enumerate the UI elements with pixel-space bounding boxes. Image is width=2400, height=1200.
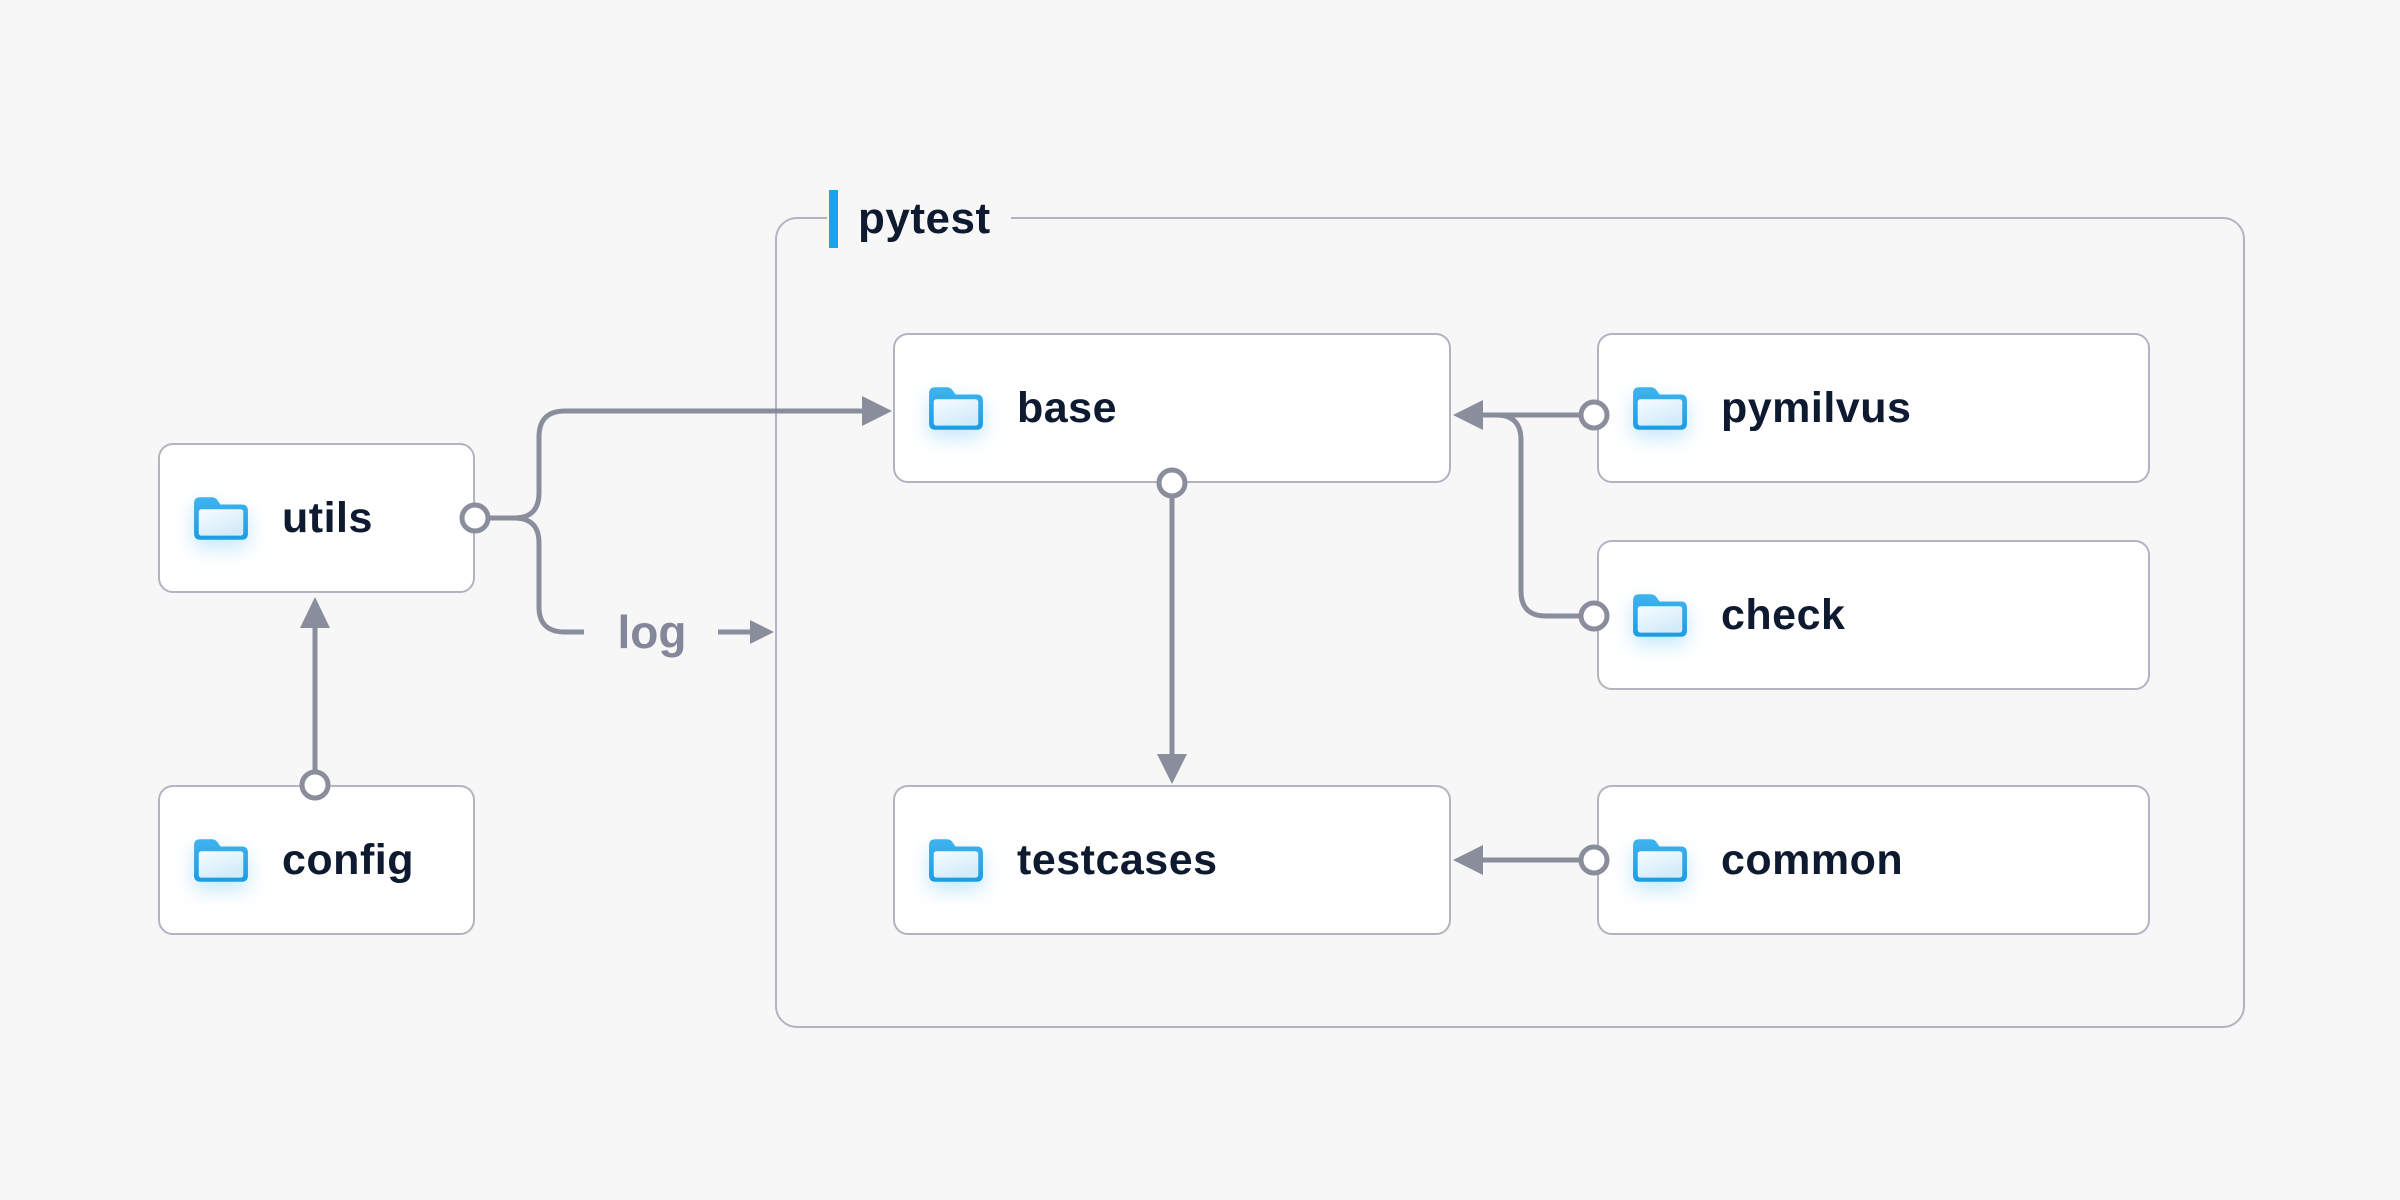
folder-icon [1631,590,1689,640]
node-check: check [1597,540,2150,690]
folder-icon [927,835,985,885]
folder-icon [1631,835,1689,885]
folder-icon [192,835,250,885]
folder-icon [927,383,985,433]
node-common-label: common [1721,835,1904,884]
accent-bar [829,190,838,248]
node-base: base [893,333,1451,483]
node-base-label: base [1017,383,1118,432]
arrowhead-into-utils-bottom [300,597,330,628]
folder-icon [192,493,250,543]
node-utils: utils [158,443,475,593]
node-config-label: config [282,835,414,884]
node-testcases-label: testcases [1017,835,1218,884]
node-check-label: check [1721,590,1846,639]
folder-icon [1631,383,1689,433]
pytest-group-title: pytest [858,194,991,243]
arrowhead-log-into-pytest [750,620,774,644]
pytest-group-label: pytest [827,188,1011,250]
node-testcases: testcases [893,785,1451,935]
node-common: common [1597,785,2150,935]
node-pymilvus: pymilvus [1597,333,2150,483]
edge-utils-to-log [513,515,584,635]
edge-log-label: log [617,606,687,658]
pytest-group-container: pytest [775,188,2245,1028]
node-pymilvus-label: pymilvus [1721,383,1912,432]
node-utils-label: utils [282,493,373,542]
node-config: config [158,785,475,935]
